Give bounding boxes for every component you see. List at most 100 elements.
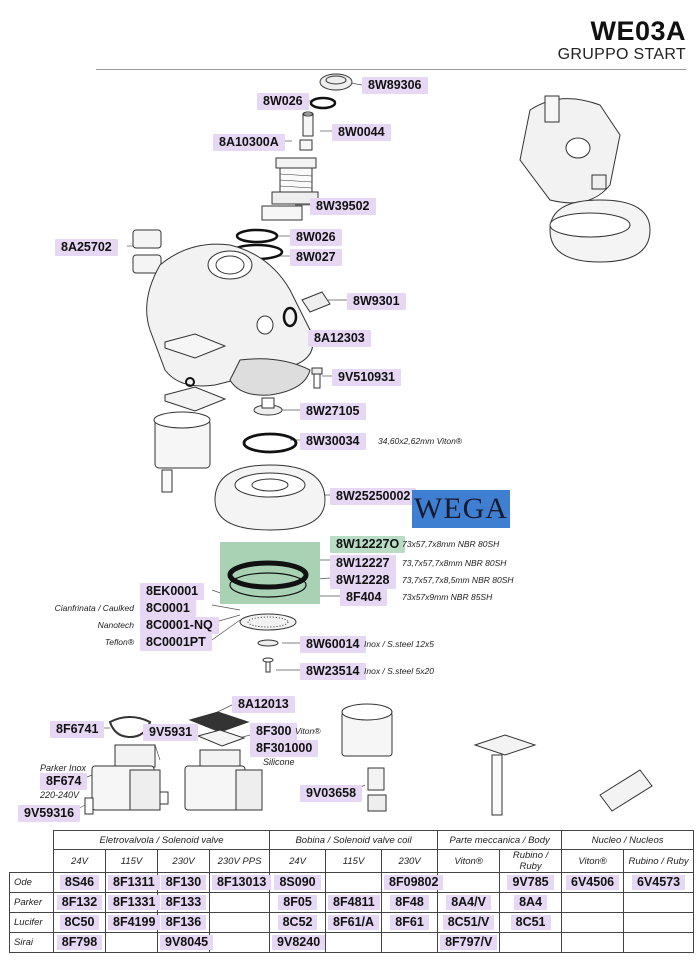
- part-9v5931[interactable]: 9V5931: [143, 724, 199, 741]
- note-nanotech: Nanotech: [97, 620, 134, 630]
- part-8a25702[interactable]: 8A25702: [55, 239, 118, 256]
- part-code[interactable]: 8A4/V: [446, 895, 491, 910]
- part-code[interactable]: 9V785: [507, 875, 554, 890]
- col-header: Viton®: [561, 849, 625, 873]
- table-cell: [325, 872, 383, 893]
- part-9v510931[interactable]: 9V510931: [332, 369, 402, 386]
- part-8ek0001[interactable]: 8EK0001: [140, 583, 205, 600]
- part-8w12228[interactable]: 8W12228: [330, 572, 396, 589]
- part-code[interactable]: 8C51/V: [442, 915, 495, 930]
- note-8w12227: 73,7x57,7x8mm NBR 80SH: [402, 558, 507, 568]
- table-subheader: 24V 115V 230V 230V PPS 24V 115V 230V Vit…: [10, 849, 695, 873]
- part-code[interactable]: 8F1311: [108, 875, 160, 890]
- part-code[interactable]: 8F09802: [384, 875, 444, 890]
- table-cell: 8C51/V: [437, 912, 501, 933]
- table-cell: [105, 932, 158, 953]
- part-8w026[interactable]: 8W026: [290, 229, 342, 246]
- table-cell: 8F4199: [105, 912, 161, 933]
- part-code[interactable]: 8F798: [56, 935, 103, 950]
- part-code[interactable]: 6V4573: [632, 875, 686, 890]
- part-8w9301[interactable]: 8W9301: [347, 293, 406, 310]
- col-header: 24V: [53, 849, 106, 873]
- col-header: 24V: [269, 849, 327, 873]
- solenoid-parts-table: Eletrovalvola / Solenoid valve Bobina / …: [9, 830, 695, 953]
- table-cell: 8F797/V: [437, 932, 501, 953]
- table-cell: 8F61: [381, 912, 439, 933]
- part-code[interactable]: 8A4: [514, 895, 548, 910]
- part-8w026-top[interactable]: 8W026: [257, 93, 309, 110]
- page-title: WE03A: [590, 16, 686, 46]
- part-8w25250002[interactable]: 8W25250002: [330, 488, 417, 505]
- note-8w23514: Inox / S.steel 5x20: [364, 666, 434, 676]
- part-code[interactable]: 8C51: [510, 915, 551, 930]
- part-8w89306[interactable]: 8W89306: [362, 77, 428, 94]
- note-8w60014: Inox / S.steel 12x5: [364, 639, 434, 649]
- note-8w12227o: 73x57,7x8mm NBR 80SH: [402, 539, 500, 549]
- part-8c0001[interactable]: 8C0001: [140, 600, 196, 617]
- part-code[interactable]: 6V4506: [566, 875, 620, 890]
- col-header: Rubino / Ruby: [499, 849, 563, 873]
- table-cell: [208, 892, 271, 913]
- part-code[interactable]: 8F4811: [328, 895, 380, 910]
- assembled-group-illustration: [519, 95, 651, 263]
- group-solenoid-coil: Bobina / Solenoid valve coil: [269, 830, 439, 850]
- part-8f300[interactable]: 8F300: [250, 723, 298, 740]
- part-code[interactable]: 8F132: [56, 895, 103, 910]
- col-header: 115V: [325, 849, 383, 873]
- part-code[interactable]: 8F61: [390, 915, 429, 930]
- part-code[interactable]: 8S46: [59, 875, 100, 890]
- table-cell: [437, 872, 501, 893]
- table-cell: 8S46: [53, 872, 106, 893]
- table-cell: 8F48: [381, 892, 439, 913]
- part-code[interactable]: 9V8240: [272, 935, 326, 950]
- part-8a12303[interactable]: 8A12303: [308, 330, 371, 347]
- solenoid-valves-illustration: [84, 703, 653, 816]
- part-8w0044[interactable]: 8W0044: [332, 124, 391, 141]
- part-8w39502[interactable]: 8W39502: [310, 198, 376, 215]
- part-8f674[interactable]: 8F674: [40, 773, 88, 790]
- part-8w60014[interactable]: 8W60014: [300, 636, 366, 653]
- part-code[interactable]: 8C50: [59, 915, 100, 930]
- part-8f6741[interactable]: 8F6741: [50, 721, 105, 738]
- note-voltage: 220-240V: [40, 790, 80, 800]
- part-8c0001-nq[interactable]: 8C0001-NQ: [140, 617, 219, 634]
- part-code[interactable]: 8F13013: [212, 875, 272, 890]
- table-cell: 8F13013: [208, 872, 272, 893]
- part-code[interactable]: 8C52: [277, 915, 318, 930]
- part-8w23514[interactable]: 8W23514: [300, 663, 366, 680]
- part-9v03658[interactable]: 9V03658: [300, 785, 363, 802]
- part-code[interactable]: 8S090: [274, 875, 321, 890]
- note-8w12228: 73,7x57,7x8,5mm NBR 80SH: [402, 575, 514, 585]
- part-code[interactable]: 8F797/V: [440, 935, 498, 950]
- table-cell: [325, 932, 383, 953]
- part-code[interactable]: 8F05: [278, 895, 317, 910]
- table-cell: 8F136: [157, 912, 210, 933]
- note-parker-inox: Parker Inox: [40, 763, 87, 773]
- part-9v59316[interactable]: 9V59316: [18, 805, 81, 822]
- col-header: Rubino / Ruby: [623, 849, 695, 873]
- part-8w27105[interactable]: 8W27105: [300, 403, 366, 420]
- part-8w12227[interactable]: 8W12227: [330, 555, 396, 572]
- part-8w027[interactable]: 8W027: [290, 249, 342, 266]
- part-code[interactable]: 8F61/A: [328, 915, 380, 930]
- part-8f404[interactable]: 8F404: [340, 589, 388, 606]
- table-cell: [208, 932, 271, 953]
- part-8w30034[interactable]: 8W30034: [300, 433, 366, 450]
- table-cell: [499, 932, 563, 953]
- part-code[interactable]: 8F136: [160, 915, 207, 930]
- table-cell: 8F130: [157, 872, 210, 893]
- part-8a10300a[interactable]: 8A10300A: [213, 134, 285, 151]
- part-8c0001pt[interactable]: 8C0001PT: [140, 634, 212, 651]
- part-code[interactable]: 9V8045: [160, 935, 214, 950]
- part-8f301000[interactable]: 8F301000: [250, 740, 319, 757]
- part-code[interactable]: 8F4199: [108, 915, 161, 930]
- part-8w12227o[interactable]: 8W12227O: [330, 536, 406, 553]
- part-code[interactable]: 8F48: [390, 895, 429, 910]
- part-8a12013[interactable]: 8A12013: [232, 696, 295, 713]
- table-cell: 8F61/A: [325, 912, 383, 933]
- table-cell: [623, 912, 695, 933]
- part-code[interactable]: 8F130: [160, 875, 207, 890]
- part-code[interactable]: 8F133: [160, 895, 207, 910]
- part-code[interactable]: 8F1331: [108, 895, 161, 910]
